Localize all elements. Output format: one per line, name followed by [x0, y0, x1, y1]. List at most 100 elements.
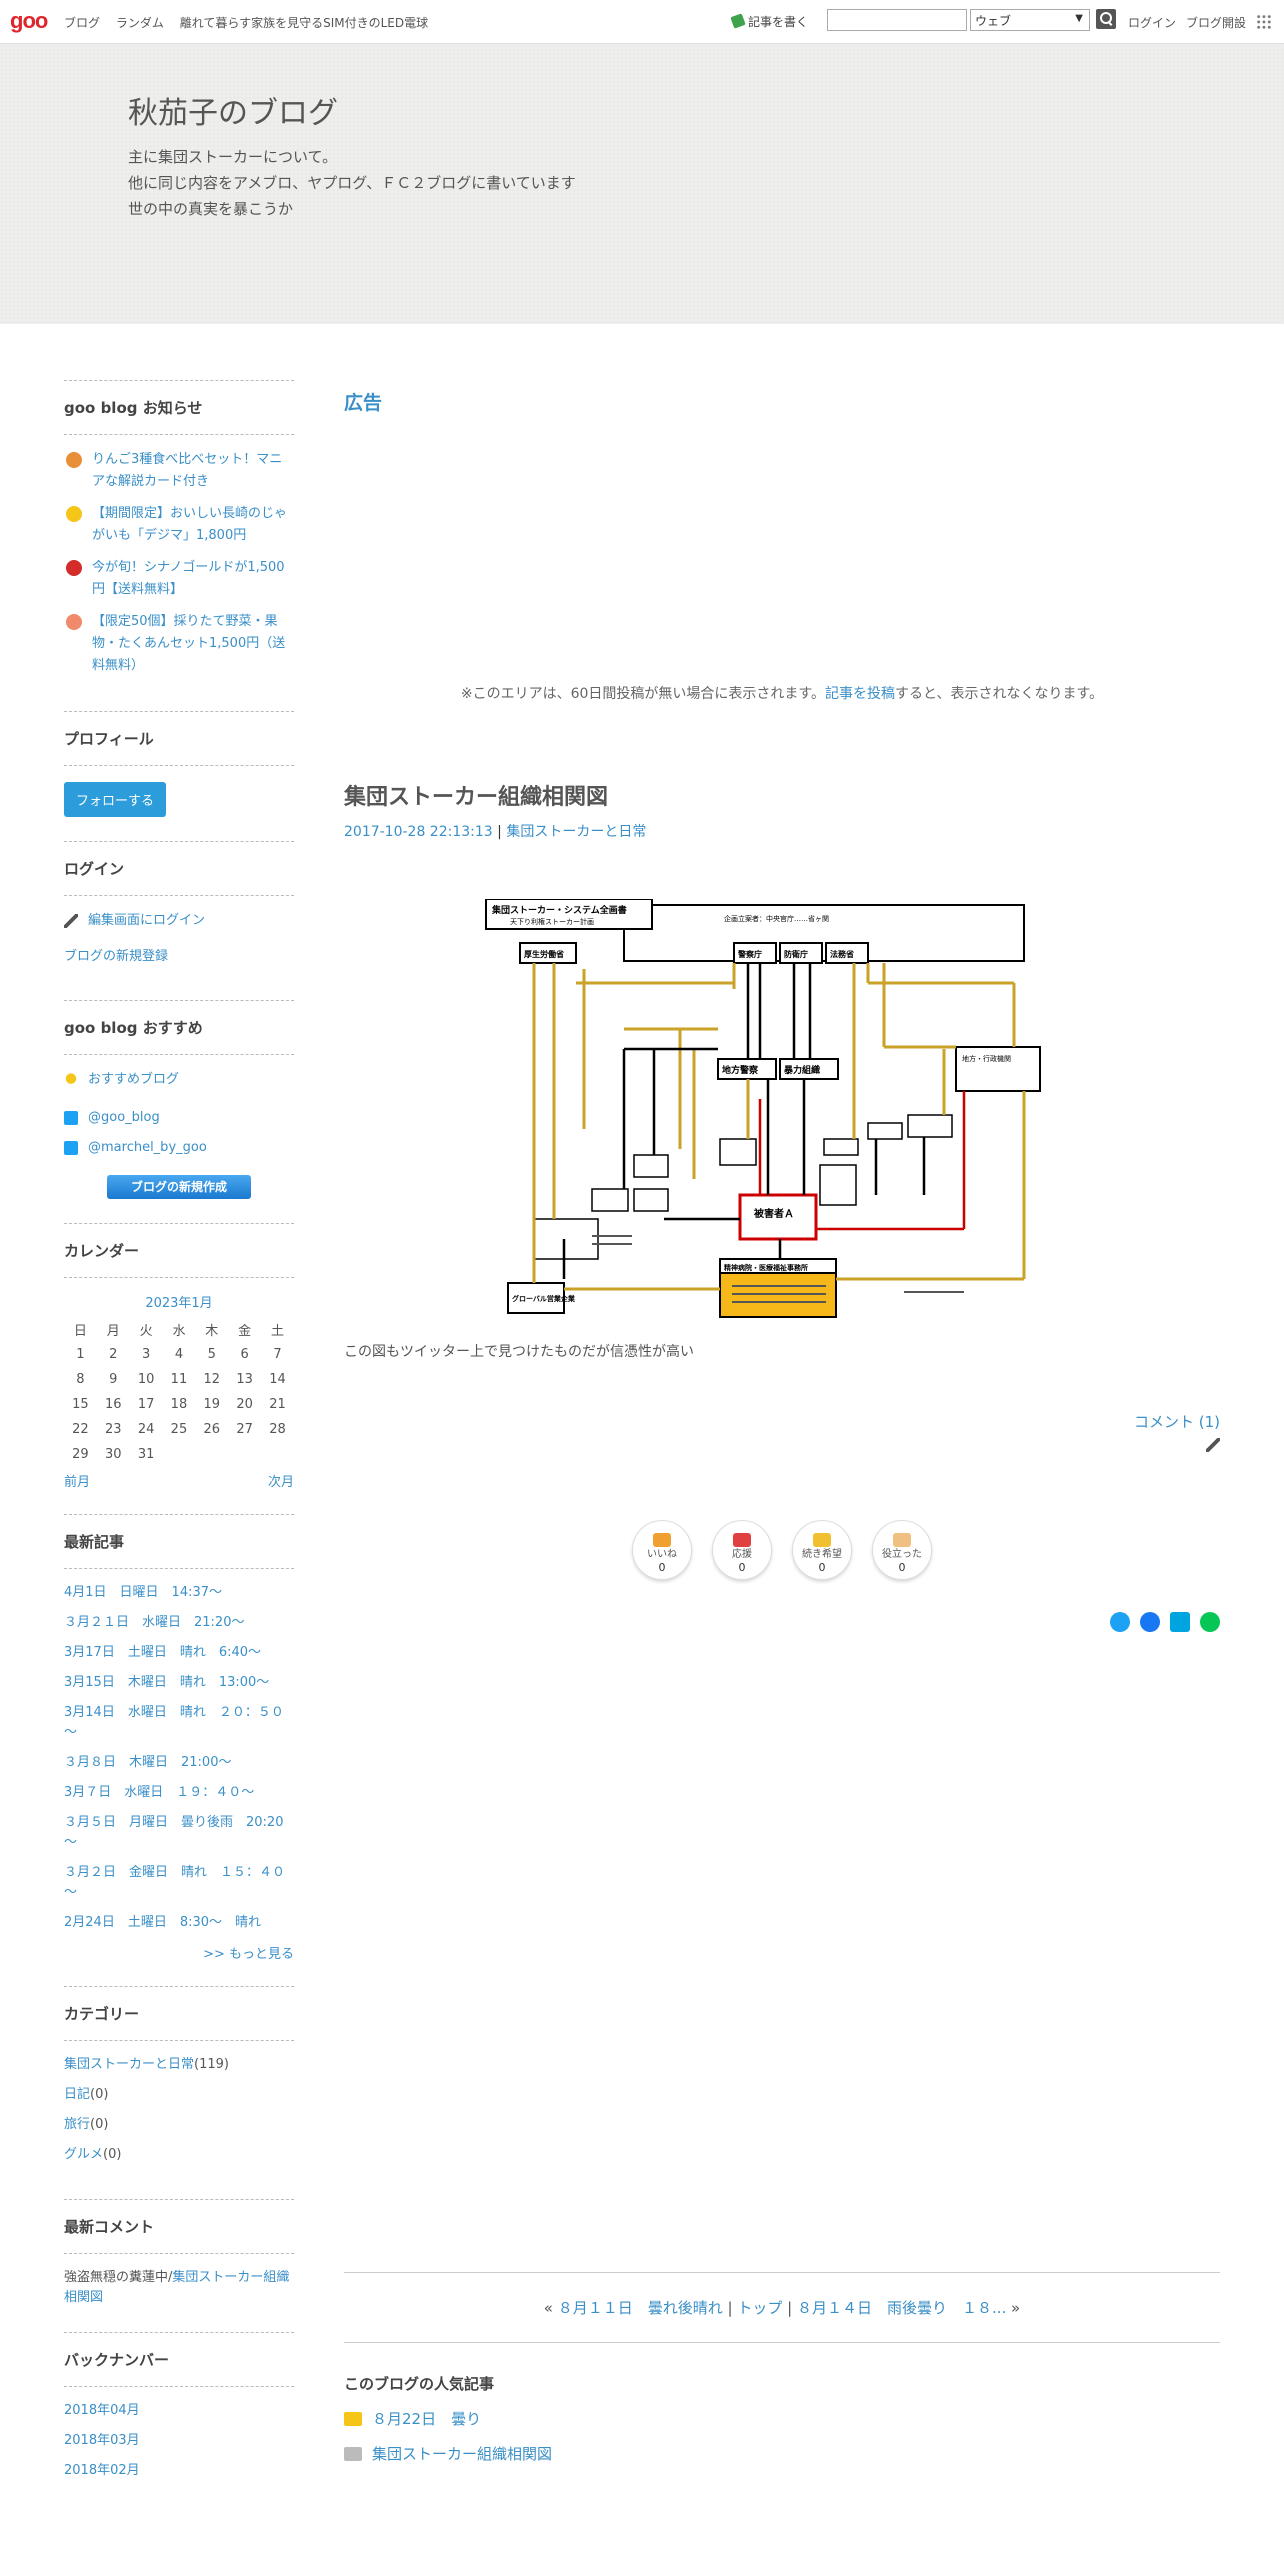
- prev-post-link[interactable]: ８月１１日 曇れ後晴れ: [557, 2299, 723, 2317]
- popular-item-2[interactable]: 集団ストーカー組織相関図: [344, 2443, 1220, 2464]
- twitter-link-marchel[interactable]: @marchel_by_goo: [88, 1140, 207, 1155]
- edit-login-row[interactable]: 編集画面にログイン: [64, 910, 294, 932]
- reaction-icon: [893, 1533, 911, 1547]
- notice-item[interactable]: 【限定50個】採りたて野菜・果物・たくあんセット1,500円（送料無料）: [64, 611, 294, 677]
- backnumber-link[interactable]: 2018年04月: [64, 2403, 140, 2418]
- twitter-icon: [64, 1111, 78, 1125]
- top-nav: ブログ ランダム 離れて暮らす家族を見守るSIM付きのLED電球: [64, 14, 440, 31]
- calendar-month[interactable]: 2023年1月: [145, 1296, 213, 1311]
- blog-description: 主に集団ストーカーについて。 他に同じ内容をアメブロ、ヤプログ、ＦＣ２ブログに書…: [128, 148, 576, 218]
- recent-post-link[interactable]: ３月５日 月曜日 曇り後雨 20:20～: [64, 1815, 284, 1850]
- follow-button[interactable]: フォローする: [64, 782, 167, 817]
- comments-section: 最新コメント 強盗無穏の糞蓮中/集団ストーカー組織相関図: [64, 2199, 294, 2332]
- calendar-day: 8: [76, 1372, 85, 1387]
- calendar-weekday: 土: [271, 1324, 285, 1339]
- reaction-label: 役立った: [882, 1549, 922, 1560]
- post-article-link[interactable]: 記事を投稿: [825, 686, 896, 702]
- calendar-weekday: 日: [73, 1324, 87, 1339]
- calendar-prev[interactable]: 前月: [64, 1475, 91, 1490]
- recent-post-link[interactable]: ３月２日 金曜日 晴れ １５：４０～: [64, 1865, 286, 1900]
- notice-item[interactable]: りんご3種食べ比べセット！マニアな解説カード付き: [64, 449, 294, 493]
- category-item: 日記(0): [64, 2085, 294, 2105]
- box-global-corp: グローバル営業企業: [512, 1294, 576, 1303]
- twitter-link-goo-blog[interactable]: @goo_blog: [88, 1110, 160, 1125]
- calendar-day: 14: [269, 1372, 286, 1387]
- hatena-bookmark-icon[interactable]: [1170, 1612, 1190, 1632]
- recent-post-link[interactable]: 3月７日 水曜日 １９：４０～: [64, 1785, 255, 1800]
- recent-post-link[interactable]: 4月1日 日曜日 14:37～: [64, 1585, 223, 1600]
- more-posts-link[interactable]: >> もっと見る: [203, 1947, 294, 1962]
- top-link[interactable]: トップ: [737, 2299, 783, 2317]
- calendar-day: 12: [203, 1372, 221, 1387]
- recent-post-link[interactable]: 3月17日 土曜日 晴れ 6:40～: [64, 1645, 262, 1660]
- nav-promo[interactable]: 離れて暮らす家族を見守るSIM付きのLED電球: [179, 16, 429, 30]
- post-meta: 2017-10-28 22:13:13 | 集団ストーカーと日常: [344, 824, 647, 840]
- category-link[interactable]: 日記: [64, 2087, 91, 2102]
- comment-count-link[interactable]: コメント (1): [1133, 1413, 1220, 1431]
- recent-post-link[interactable]: ３月２１日 水曜日 21:20～: [64, 1615, 245, 1630]
- diagram-title: 集団ストーカー・システム全画書: [491, 904, 627, 916]
- recent-post-link[interactable]: 3月15日 木曜日 晴れ 13:00～: [64, 1675, 270, 1690]
- notice-item[interactable]: 【期間限定】おいしい長崎のじゃがいも「デジマ」1,800円: [64, 503, 294, 547]
- pen-icon[interactable]: [1206, 1438, 1220, 1452]
- line-share-icon[interactable]: [1200, 1612, 1220, 1632]
- reaction-count: 0: [818, 1561, 826, 1574]
- calendar-day: [195, 1442, 228, 1467]
- new-blog-button[interactable]: ブログの新規作成: [107, 1175, 251, 1199]
- section-heading: goo blog お知らせ: [64, 381, 294, 435]
- post-category[interactable]: 集団ストーカーと日常: [506, 824, 647, 840]
- notice-icon: [66, 452, 82, 468]
- calendar-day: 22: [72, 1422, 89, 1437]
- category-link[interactable]: グルメ: [64, 2147, 104, 2162]
- recent-post-link[interactable]: 2月24日 土曜日 8:30～ 晴れ: [64, 1915, 262, 1930]
- calendar-next[interactable]: 次月: [267, 1475, 294, 1490]
- recent-post-link[interactable]: 3月14日 水曜日 晴れ ２０：５０～: [64, 1705, 284, 1740]
- pencil-icon: [730, 13, 746, 29]
- blog-title[interactable]: 秋茄子のブログ: [128, 96, 338, 131]
- calendar-day: 18: [170, 1397, 188, 1412]
- recommend-blog-link[interactable]: おすすめブログ: [88, 1072, 180, 1087]
- category-link[interactable]: 集団ストーカーと日常: [64, 2057, 195, 2072]
- write-article-link[interactable]: 記事を書く: [730, 13, 808, 30]
- search-input[interactable]: [827, 9, 967, 31]
- notice-icon: [66, 614, 82, 630]
- new-register-link[interactable]: ブログの新規登録: [64, 949, 169, 964]
- recommend-section: goo blog おすすめ おすすめブログ @goo_blog @marchel…: [64, 1000, 294, 1223]
- facebook-share-icon[interactable]: [1140, 1612, 1160, 1632]
- category-link[interactable]: 旅行: [64, 2117, 91, 2132]
- calendar-day: 7: [273, 1347, 282, 1362]
- nav-random[interactable]: ランダム: [115, 16, 164, 30]
- twitter-share-icon[interactable]: [1110, 1612, 1130, 1632]
- apps-grid-icon[interactable]: [1256, 14, 1272, 30]
- diagram-subtitle: 天下り利権ストーカー計画: [510, 917, 594, 926]
- backnumber-link[interactable]: 2018年03月: [64, 2433, 140, 2448]
- recent-post-link[interactable]: ３月８日 木曜日 21:00～: [64, 1755, 232, 1770]
- sidebar: goo blog お知らせ りんご3種食べ比べセット！マニアな解説カード付き【期…: [64, 380, 294, 2515]
- notice-icon: [66, 560, 82, 576]
- login-link[interactable]: ログイン: [1128, 16, 1177, 30]
- search-button[interactable]: [1096, 9, 1116, 29]
- nav-blog[interactable]: ブログ: [64, 16, 101, 30]
- goo-logo[interactable]: goo: [10, 8, 48, 33]
- stalker-organization-diagram[interactable]: 集団ストーカー・システム全画書 天下り利権ストーカー計画 企画立案者：中央官庁……: [484, 899, 1044, 1319]
- category-item: グルメ(0): [64, 2145, 294, 2165]
- calendar-weekday: 水: [172, 1324, 186, 1339]
- top-bar: goo ブログ ランダム 離れて暮らす家族を見守るSIM付きのLED電球 記事を…: [0, 0, 1284, 44]
- box-police-agency: 警察庁: [737, 949, 762, 959]
- post-title[interactable]: 集団ストーカー組織相関図: [344, 785, 609, 810]
- popular-item-1[interactable]: ８月22日 曇り: [344, 2408, 1220, 2429]
- post-date[interactable]: 2017-10-28 22:13:13: [344, 824, 493, 840]
- search-scope-select[interactable]: ウェブ ▼: [970, 9, 1090, 31]
- calendar-day: 2: [109, 1347, 118, 1362]
- login-section: ログイン 編集画面にログイン ブログの新規登録: [64, 841, 294, 1000]
- backnumber-link[interactable]: 2018年02月: [64, 2463, 140, 2478]
- open-blog-link[interactable]: ブログ開設: [1186, 16, 1247, 30]
- notice-item[interactable]: 今が旬！シナノゴールドが1,500円【送料無料】: [64, 557, 294, 601]
- calendar-day: 19: [203, 1397, 221, 1412]
- next-post-link[interactable]: ８月１４日 雨後曇り １８...: [796, 2299, 1007, 2317]
